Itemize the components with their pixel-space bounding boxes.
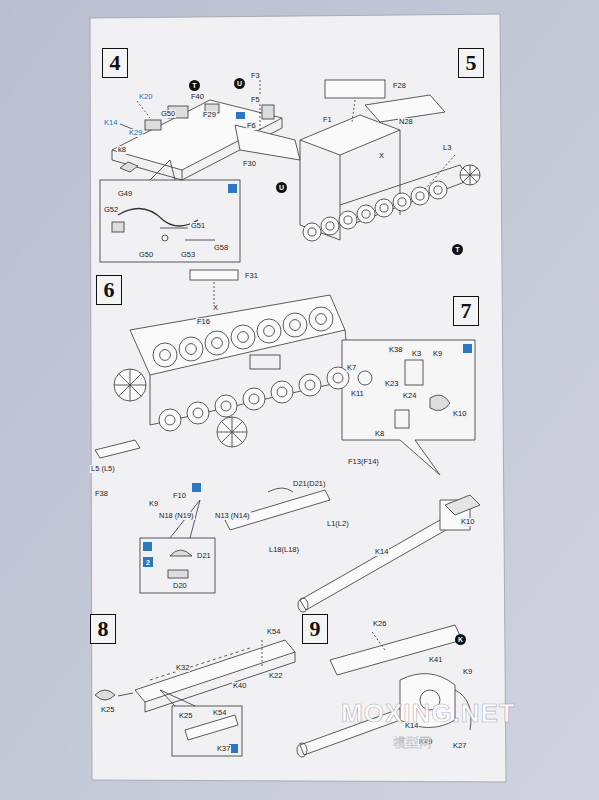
part-number: F13(F14) (347, 458, 380, 466)
part-number: G50 (138, 251, 154, 259)
watermark: MOXING.NET (340, 700, 517, 726)
icon-number: 2 (143, 557, 153, 567)
step-number-box: 8 (90, 614, 116, 644)
part-number: K32 (175, 664, 190, 672)
part-number: L1(L2) (326, 520, 350, 528)
part-number: G52 (103, 206, 119, 214)
part-number: N13 (N14) (214, 512, 251, 520)
part-number: K40 (232, 682, 247, 690)
step-number: 5 (466, 52, 477, 74)
callout-letter: T (452, 244, 463, 255)
part-number: K9 (432, 350, 443, 358)
step-number-box: 6 (96, 275, 122, 305)
step-number: 6 (104, 279, 115, 301)
step-number-box: 7 (453, 296, 479, 326)
part-number: F5 (250, 96, 261, 104)
part-number: F38 (94, 490, 109, 498)
part-number: K41 (428, 656, 443, 664)
part-number: D20 (172, 582, 188, 590)
watermark: 模型网 (392, 736, 433, 749)
blue-icons (143, 112, 472, 753)
part-number: L18(L18) (268, 546, 300, 554)
part-number: F40 (190, 93, 205, 101)
part-number: K10 (452, 410, 467, 418)
part-number: G50 (160, 110, 176, 118)
callout-letter: U (234, 78, 245, 89)
road-wheels (114, 165, 480, 447)
part-number: K37 (216, 745, 231, 753)
part-number: K29 (128, 129, 143, 137)
part-number: G51 (190, 222, 206, 230)
part-number: K22 (268, 672, 283, 680)
callout-letter: K (455, 634, 466, 645)
part-number: K3 (411, 350, 422, 358)
step-number: 4 (110, 52, 121, 74)
part-number: K54 (266, 628, 281, 636)
step-number: 9 (310, 618, 321, 640)
line-art (95, 80, 480, 757)
part-number: F6 (246, 122, 257, 130)
part-number: K20 (138, 93, 153, 101)
part-number: D21(D21) (292, 480, 327, 488)
part-number: K25 (100, 706, 115, 714)
step-number-box: 4 (102, 48, 128, 78)
step-number: 8 (98, 618, 109, 640)
part-number: N28 (398, 118, 414, 126)
part-number: X (212, 304, 219, 312)
step-number-box: 9 (302, 614, 328, 644)
part-number: N18 (N19) (158, 512, 195, 520)
paper-sheet (90, 14, 506, 782)
part-number: K7 (346, 364, 357, 372)
step-number: 7 (461, 300, 472, 322)
callout-letter: T (189, 80, 200, 91)
part-number: K24 (402, 392, 417, 400)
part-number: F30 (242, 160, 257, 168)
part-number: K11 (350, 390, 365, 398)
part-number: G49 (117, 190, 133, 198)
part-number: D21 (196, 552, 212, 560)
part-number: K27 (452, 742, 467, 750)
part-number: K25 (178, 712, 193, 720)
part-number: K14 (374, 548, 389, 556)
part-number: G58 (213, 244, 229, 252)
part-number: K10 (460, 518, 475, 526)
part-number: K23 (384, 380, 399, 388)
part-number: F16 (196, 318, 211, 326)
part-number: K38 (388, 346, 403, 354)
part-number: F3 (250, 72, 261, 80)
part-number: K54 (212, 709, 227, 717)
step-number-box: 5 (458, 48, 484, 78)
part-number: L5 (L5) (90, 465, 116, 473)
part-number: L3 (442, 144, 452, 152)
part-number: K26 (372, 620, 387, 628)
part-number: K8 (374, 430, 385, 438)
part-number: X (378, 152, 385, 160)
part-number: K9 (462, 668, 473, 676)
part-number: G53 (180, 251, 196, 259)
part-number: F31 (244, 272, 259, 280)
part-number: F10 (172, 492, 187, 500)
part-number: K14 (103, 119, 118, 127)
callout-letter: U (276, 182, 287, 193)
part-number: F28 (392, 82, 407, 90)
part-number: K9 (148, 500, 159, 508)
part-number: F29 (202, 111, 217, 119)
part-number: F1 (322, 116, 333, 124)
part-number: k8 (117, 146, 127, 154)
